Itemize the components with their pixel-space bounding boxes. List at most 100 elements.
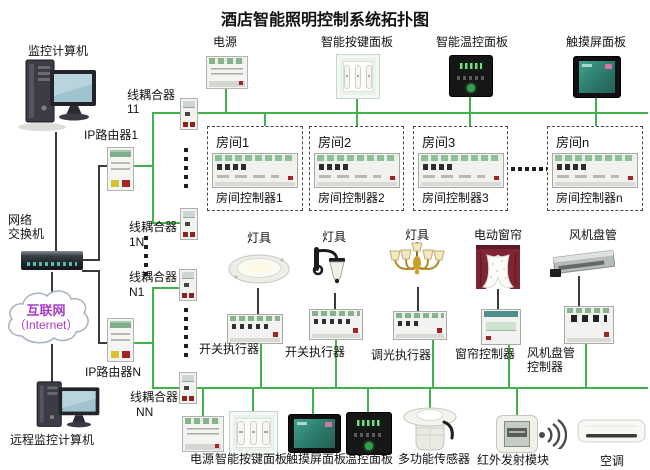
terminal-strip — [215, 155, 295, 161]
wire-keypad-room2 — [356, 97, 358, 152]
ip-router-n-label: IP路由器N — [85, 365, 142, 379]
wire-chandelier-dimmer — [417, 287, 419, 311]
room-name: 房间2 — [318, 135, 352, 150]
controller-base — [421, 182, 501, 186]
wire-bus-power2 — [202, 387, 204, 417]
wire-fcctl-bus — [585, 342, 587, 388]
thermostat-panel-label: 智能温控面板 — [435, 35, 508, 49]
touchscreen-panel-image — [573, 56, 621, 98]
fan-coil-controller-label: 风机盘管 控制器 — [527, 346, 576, 374]
terminal-dots — [232, 324, 272, 329]
ir-module-screen — [504, 421, 530, 447]
coupler-11-label: 线耦合器 — [127, 88, 176, 102]
power-supply-label: 电源 — [212, 35, 237, 49]
room-controller-image — [418, 153, 504, 188]
coupler-11-id: 11 — [127, 102, 140, 116]
trunk-line-n — [152, 287, 154, 388]
multi-sensor-label: 多功能传感器 — [397, 452, 470, 466]
coupler-n1-id: N1 — [129, 285, 145, 299]
wire-dimmer-bus — [432, 338, 434, 388]
thermostat-button — [467, 84, 475, 92]
continuation-dots-couplers-n — [184, 308, 188, 358]
wire-power-bus — [225, 86, 227, 113]
coupler-nn-label: 线耦合器 — [130, 390, 179, 404]
room-controller-image — [314, 153, 400, 188]
room-name: 房间3 — [422, 135, 456, 150]
dimmer-actuator-image — [393, 311, 447, 340]
device-label-band — [486, 322, 516, 331]
wire-touchscreen-roomn — [595, 96, 597, 152]
internet-label-en: （Internet） — [13, 318, 79, 332]
ip-router-n-image — [107, 318, 134, 362]
controller-buttons — [319, 164, 349, 170]
wire-downlight-actuator1 — [257, 288, 259, 315]
rocker-button — [355, 64, 361, 89]
room-box-1: 房间1 房间控制器1 — [207, 126, 303, 211]
power-supply-2-image — [182, 416, 224, 452]
continuation-dots-couplers-1 — [184, 148, 188, 190]
coupler-1n-id: 1N — [129, 235, 145, 249]
controller-base — [317, 182, 397, 186]
wire-computer-switch — [55, 132, 57, 253]
touchscreen-panel-2-image — [288, 414, 341, 453]
thermostat-panel-image — [449, 55, 493, 97]
monitor-computer-label: 监控计算机 — [28, 44, 89, 58]
room-controller-label: 房间控制器n — [556, 191, 623, 205]
wire-router1-stub — [98, 165, 108, 167]
switch-actuator-2-image — [309, 309, 363, 340]
room-controller-label: 房间控制器3 — [422, 191, 489, 205]
fan-coil-controller-image — [564, 306, 614, 344]
diagram-title: 酒店智能照明控制系统拓扑图 — [220, 12, 429, 29]
controller-detail — [217, 175, 279, 178]
room-box-3: 房间3 房间控制器3 — [413, 126, 508, 211]
wire-actuator1-bus — [260, 342, 262, 388]
wire-routern-trunk — [132, 342, 152, 344]
remote-computer-image — [26, 380, 104, 432]
wire-actuator2-bus — [335, 338, 337, 388]
chandelier-label: 灯具 — [404, 228, 429, 242]
controller-detail — [557, 175, 619, 178]
ir-waves-icon — [537, 419, 567, 449]
thermostat-panel-2-image — [346, 412, 392, 455]
electric-curtain-label: 电动窗帘 — [473, 228, 522, 242]
room-box-2: 房间2 房间控制器2 — [309, 126, 404, 211]
rocker-button — [237, 421, 245, 445]
switch-actuator-1-image — [227, 314, 283, 344]
thermostat-icons — [457, 76, 485, 80]
room-box-n: 房间n 房间控制器n — [547, 126, 643, 211]
dimmer-actuator-label: 调光执行器 — [371, 348, 432, 362]
stub-coupler-n1 — [152, 287, 182, 289]
continuation-dots-rooms — [511, 167, 549, 171]
stub-coupler-1n — [152, 222, 182, 224]
router-detail — [111, 333, 130, 345]
router-detail — [111, 162, 130, 174]
ip-router-1-label: IP路由器1 — [84, 128, 139, 142]
ir-module-label: 红外发射模块 — [476, 453, 549, 467]
coupler-button — [185, 222, 190, 226]
thermostat-button — [365, 442, 373, 450]
wire-router1-trunk — [131, 165, 152, 167]
remote-computer-label: 远程监控计算机 — [10, 433, 95, 447]
device-led — [215, 444, 219, 448]
wire-curtainctl-bus — [508, 343, 510, 388]
device-led — [239, 81, 243, 85]
coupler-button — [184, 283, 189, 287]
controller-base — [555, 182, 635, 186]
device-detail — [187, 428, 219, 436]
coupler-button — [185, 112, 190, 116]
fan-coil-label: 风机盘管 — [568, 228, 617, 242]
controller-buttons — [217, 164, 247, 170]
downlight-label: 灯具 — [246, 231, 271, 245]
controller-detail — [423, 175, 485, 178]
wire-fancoil-fcctl — [578, 276, 580, 306]
rocker-button — [366, 64, 372, 89]
keypad-panel-label: 智能按键面板 — [320, 35, 393, 49]
wall-lamp-label: 灯具 — [321, 230, 346, 244]
thermostat-icons — [354, 433, 384, 437]
controller-buttons — [557, 164, 587, 170]
switch-actuator-2-label: 开关执行器 — [285, 345, 346, 359]
keypad-buttons — [343, 61, 373, 92]
controller-detail — [319, 175, 381, 178]
air-conditioner-label: 空调 — [599, 454, 624, 468]
